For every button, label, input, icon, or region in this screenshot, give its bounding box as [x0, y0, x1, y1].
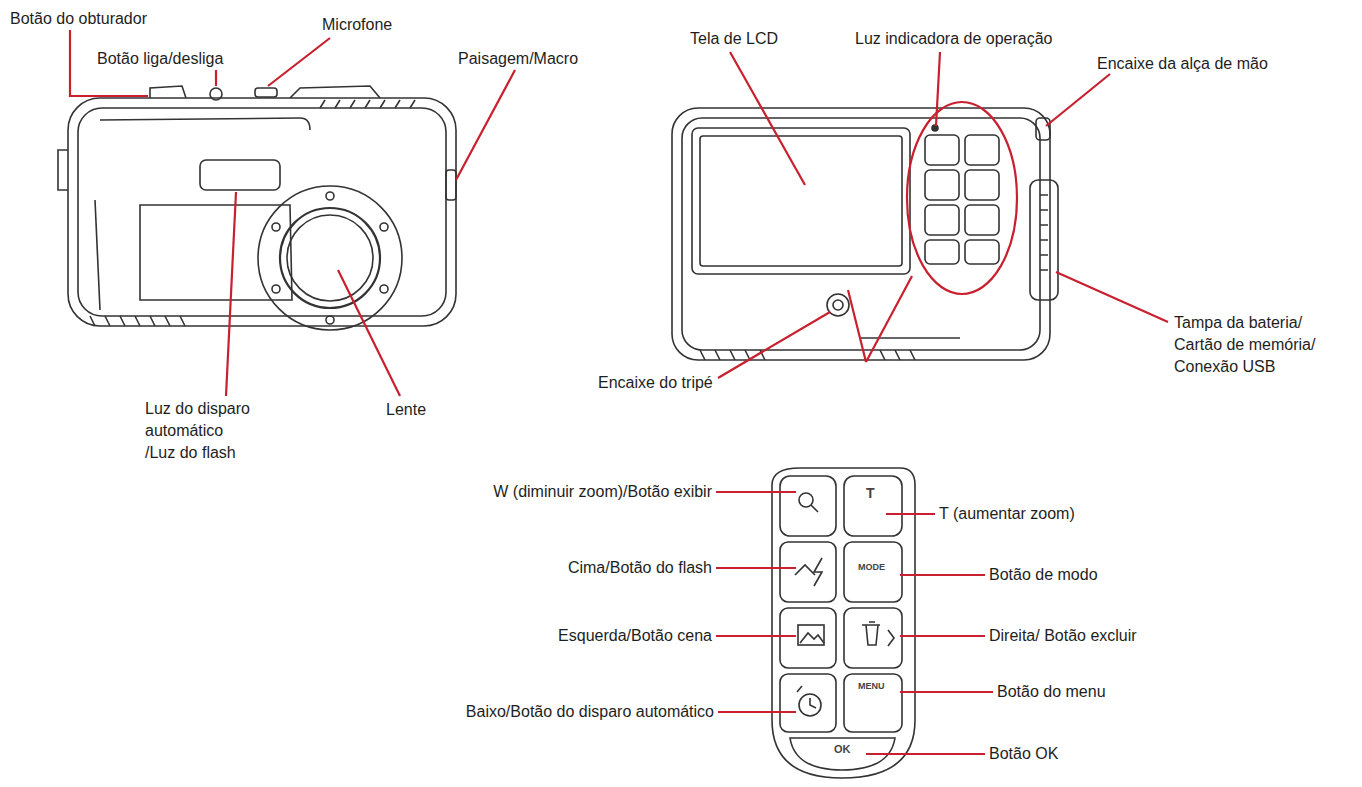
part-label: Tela de LCD: [690, 28, 778, 50]
part-label: Botão OK: [989, 743, 1058, 765]
button-marking: OK: [834, 744, 851, 755]
part-label: Direita/ Botão excluir: [989, 625, 1137, 647]
part-label: Botão do menu: [997, 681, 1106, 703]
part-label: W (diminuir zoom)/Botão exibir: [493, 481, 712, 503]
part-label: Encaixe do tripé: [598, 372, 713, 394]
part-label: Encaixe da alça de mão: [1097, 53, 1268, 75]
part-label: T (aumentar zoom): [939, 503, 1075, 525]
part-label: Luz do disparo automático /Luz do flash: [145, 398, 253, 464]
part-label: Botão de modo: [989, 564, 1098, 586]
part-label: Baixo/Botão do disparo automático: [466, 701, 714, 723]
part-label: Paisagem/Macro: [458, 48, 578, 70]
button-marking: T: [866, 486, 875, 500]
part-label: Tampa da bateria/ Cartão de memória/ Con…: [1174, 312, 1324, 378]
button-marking: MODE: [858, 563, 885, 572]
part-label: Cima/Botão do flash: [568, 557, 712, 579]
part-label: Microfone: [322, 14, 392, 36]
part-label: Botão do obturador: [10, 8, 147, 30]
part-label: Botão liga/desliga: [97, 48, 223, 70]
part-label: Lente: [386, 399, 426, 421]
button-marking: MENU: [858, 682, 885, 691]
part-label: Luz indicadora de operação: [855, 28, 1052, 50]
part-label: Esquerda/Botão cena: [558, 625, 712, 647]
